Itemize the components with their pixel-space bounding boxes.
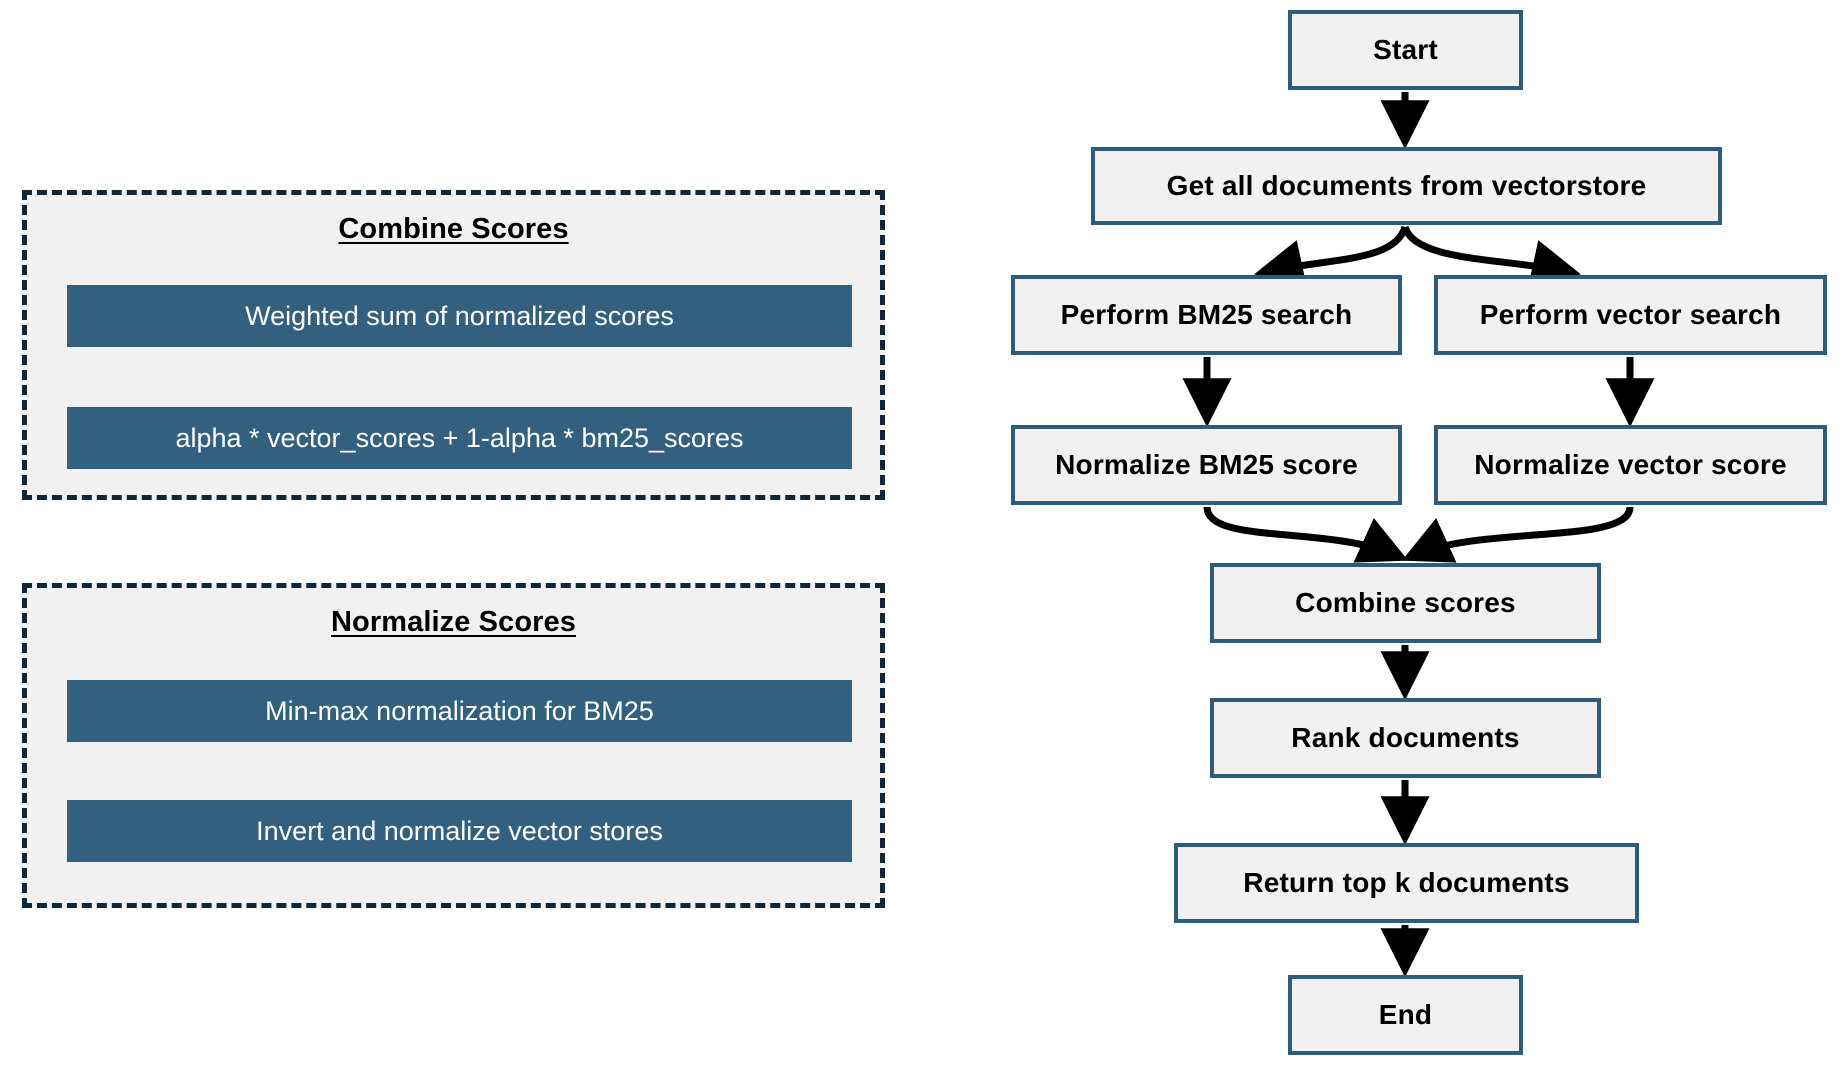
edge-normvector-to-combine [1401, 506, 1634, 563]
group-normalize-scores: Normalize Scores Min-max normalization f… [22, 583, 885, 908]
group-title-normalize-scores: Normalize Scores [331, 606, 576, 638]
flow-node-perform-bm25-search[interactable]: Perform BM25 search [1011, 275, 1402, 355]
edge-getdocs-to-vectorsearch [1401, 225, 1581, 289]
group-title-combine-scores: Combine Scores [338, 213, 569, 245]
flow-node-combine-scores[interactable]: Combine scores [1210, 563, 1601, 643]
flow-node-normalize-bm25-score[interactable]: Normalize BM25 score [1011, 425, 1402, 505]
edge-normbm25-to-combine [1203, 506, 1409, 563]
group-item-invert-vector: Invert and normalize vector stores [67, 800, 852, 862]
edge-getdocs-to-bm25search [1254, 225, 1409, 289]
flow-node-end[interactable]: End [1288, 975, 1523, 1055]
group-item-minmax-bm25: Min-max normalization for BM25 [67, 680, 852, 742]
flow-node-perform-vector-search[interactable]: Perform vector search [1434, 275, 1827, 355]
flow-node-normalize-vector-score[interactable]: Normalize vector score [1434, 425, 1827, 505]
group-item-weighted-sum: Weighted sum of normalized scores [67, 285, 852, 347]
group-combine-scores: Combine Scores Weighted sum of normalize… [22, 190, 885, 500]
flow-node-rank-documents[interactable]: Rank documents [1210, 698, 1601, 778]
group-item-alpha-formula: alpha * vector_scores + 1-alpha * bm25_s… [67, 407, 852, 469]
flow-node-start[interactable]: Start [1288, 10, 1523, 90]
flow-node-return-top-k-documents[interactable]: Return top k documents [1174, 843, 1639, 923]
flow-node-get-all-documents[interactable]: Get all documents from vectorstore [1091, 147, 1722, 225]
